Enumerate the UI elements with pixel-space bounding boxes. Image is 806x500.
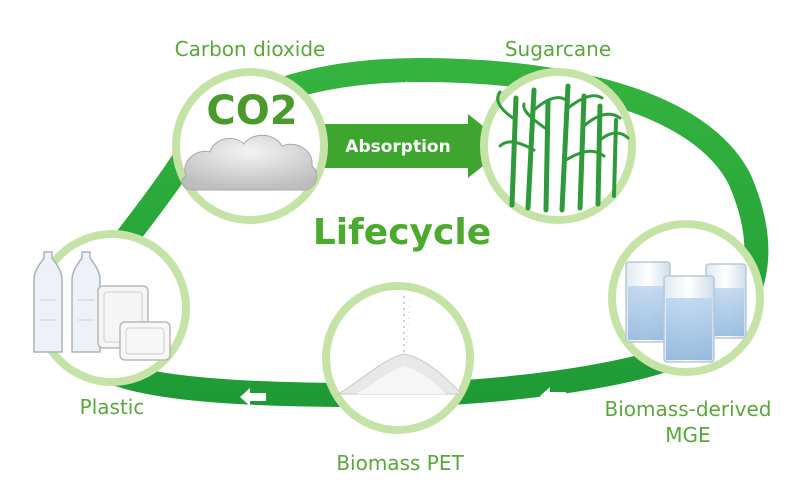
node-carbon-dioxide: CO2 xyxy=(176,72,324,220)
node-plastic xyxy=(34,234,186,382)
diagram-title: Lifecycle xyxy=(313,212,491,253)
absorption-label: Absorption xyxy=(345,137,450,157)
node-mge xyxy=(612,224,760,372)
absorption-arrow: Absorption xyxy=(318,114,508,178)
node-sugarcane xyxy=(484,72,632,220)
co2-text: CO2 xyxy=(206,88,297,134)
label-biomass-pet: Biomass PET xyxy=(336,451,464,475)
label-mge-line1: Biomass-derived xyxy=(605,397,772,421)
node-pet xyxy=(326,286,470,430)
label-carbon-dioxide: Carbon dioxide xyxy=(175,37,326,61)
direction-arrow-2 xyxy=(683,168,714,199)
label-sugarcane: Sugarcane xyxy=(505,37,611,61)
direction-arrow-1 xyxy=(390,81,416,99)
label-mge-line2: MGE xyxy=(665,423,710,447)
label-plastic: Plastic xyxy=(80,395,145,419)
